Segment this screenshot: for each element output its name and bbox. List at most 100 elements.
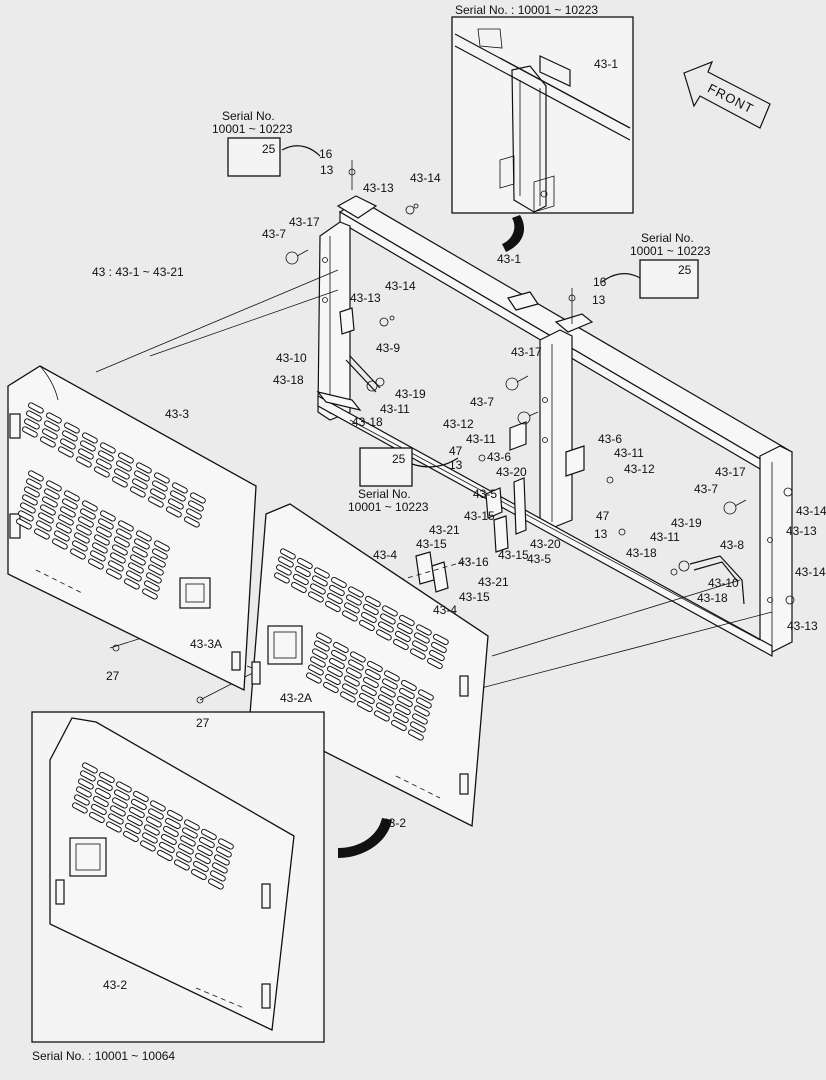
vent-slot bbox=[91, 803, 107, 816]
vent-slot bbox=[96, 458, 112, 470]
vent-slot bbox=[367, 660, 383, 673]
vent-slot bbox=[416, 697, 432, 709]
vent-slot bbox=[52, 538, 68, 550]
vent-slot bbox=[114, 789, 130, 801]
vent-slot bbox=[82, 762, 98, 774]
serial-note-b-line1: Serial No. bbox=[641, 231, 694, 245]
vent-slot bbox=[134, 538, 150, 550]
vent-slot bbox=[182, 827, 198, 839]
serial-box-c-arrow bbox=[411, 457, 459, 468]
part-label: 43-18 bbox=[352, 415, 383, 429]
top-inset-caption: Serial No. : 10001 ~ 10223 bbox=[455, 3, 599, 17]
part-label: 43-18 bbox=[273, 373, 304, 387]
vent-slot bbox=[344, 602, 360, 614]
vent-slot bbox=[26, 478, 42, 490]
part-label: 43-13 bbox=[363, 181, 394, 195]
vent-slot bbox=[433, 633, 449, 646]
vent-slot bbox=[134, 470, 150, 482]
vent-slot bbox=[148, 808, 164, 820]
vent-slot bbox=[58, 446, 74, 458]
vent-slot bbox=[132, 478, 148, 490]
part-label: 43-7 bbox=[470, 395, 495, 409]
vent-slot bbox=[110, 805, 126, 817]
part-label: 13 bbox=[594, 527, 608, 541]
vent-slot bbox=[323, 681, 339, 694]
vent-slot bbox=[193, 860, 209, 873]
vent-slot bbox=[410, 721, 426, 733]
part-label: 43-14 bbox=[410, 171, 441, 185]
vent-slot bbox=[78, 778, 94, 790]
vent-slot bbox=[130, 554, 146, 566]
part-label: 43-15 bbox=[464, 509, 495, 523]
part-label: 43-13 bbox=[787, 619, 818, 633]
vent-slot bbox=[142, 588, 158, 600]
part-label: 43-17 bbox=[289, 215, 320, 229]
part-label: 43-7 bbox=[262, 227, 287, 241]
callout-b-part: 25 bbox=[678, 263, 692, 277]
vent-slot bbox=[201, 828, 217, 841]
vent-slot bbox=[216, 846, 232, 858]
vent-slot bbox=[395, 630, 411, 643]
part-label: 43-2A bbox=[280, 691, 313, 705]
part-label: 43-21 bbox=[478, 575, 509, 589]
vent-slot bbox=[278, 556, 294, 568]
vent-slot bbox=[384, 670, 400, 682]
part-label: 43-1 bbox=[497, 252, 522, 266]
vent-slot bbox=[74, 794, 90, 806]
part-label: 43-1 bbox=[594, 57, 619, 71]
part-label: 43-4 bbox=[373, 548, 398, 562]
serial-note-a-line1: Serial No. bbox=[222, 109, 275, 123]
vent-slot bbox=[376, 629, 392, 641]
part-label: 43-13 bbox=[786, 524, 817, 538]
middle-brackets bbox=[415, 421, 585, 593]
fasteners bbox=[112, 160, 795, 704]
vent-slot bbox=[154, 472, 170, 484]
vent-slot bbox=[308, 591, 324, 603]
vent-slot bbox=[76, 524, 92, 536]
vent-slot bbox=[431, 641, 447, 654]
part-label: 47 bbox=[596, 509, 610, 523]
vent-slot bbox=[146, 816, 162, 828]
vent-slot bbox=[382, 605, 398, 617]
part-label: 43-10 bbox=[276, 351, 307, 365]
vent-slot bbox=[24, 418, 40, 430]
part-label: 43-11 bbox=[614, 446, 644, 460]
part-label: 43-12 bbox=[624, 462, 655, 476]
vent-slot bbox=[312, 575, 328, 587]
vent-slot bbox=[172, 482, 188, 494]
vent-slot bbox=[28, 402, 44, 414]
vent-slot bbox=[100, 510, 116, 522]
vent-slot bbox=[170, 490, 186, 502]
vent-slot bbox=[163, 825, 179, 838]
vent-slot bbox=[408, 729, 424, 741]
part-label: 47 bbox=[449, 444, 463, 458]
vent-slot bbox=[56, 522, 72, 534]
vent-slot bbox=[393, 638, 409, 651]
vent-slot bbox=[184, 516, 200, 528]
vent-slot bbox=[344, 675, 360, 687]
vent-slot bbox=[150, 800, 166, 812]
vent-slot bbox=[212, 862, 228, 874]
vent-slot bbox=[76, 786, 92, 798]
vent-slot bbox=[395, 703, 411, 716]
vent-slot bbox=[295, 565, 311, 578]
part-label: 43-3A bbox=[190, 637, 223, 651]
vent-slot bbox=[327, 592, 343, 605]
part-label: 43-13 bbox=[350, 291, 381, 305]
vent-slot bbox=[331, 649, 347, 662]
vent-slot bbox=[374, 710, 390, 722]
part-label: 43-12 bbox=[443, 417, 474, 431]
vent-slot bbox=[314, 640, 330, 652]
part-label: 43-6 bbox=[598, 432, 623, 446]
vent-slot bbox=[62, 498, 78, 510]
vent-slot bbox=[42, 428, 58, 440]
vent-slot bbox=[16, 518, 32, 530]
vent-slot bbox=[161, 833, 177, 846]
vent-slot bbox=[46, 412, 62, 424]
vent-slot bbox=[412, 713, 428, 725]
vent-slot bbox=[363, 603, 379, 616]
vent-slot bbox=[74, 532, 90, 544]
vent-slot bbox=[108, 560, 124, 572]
